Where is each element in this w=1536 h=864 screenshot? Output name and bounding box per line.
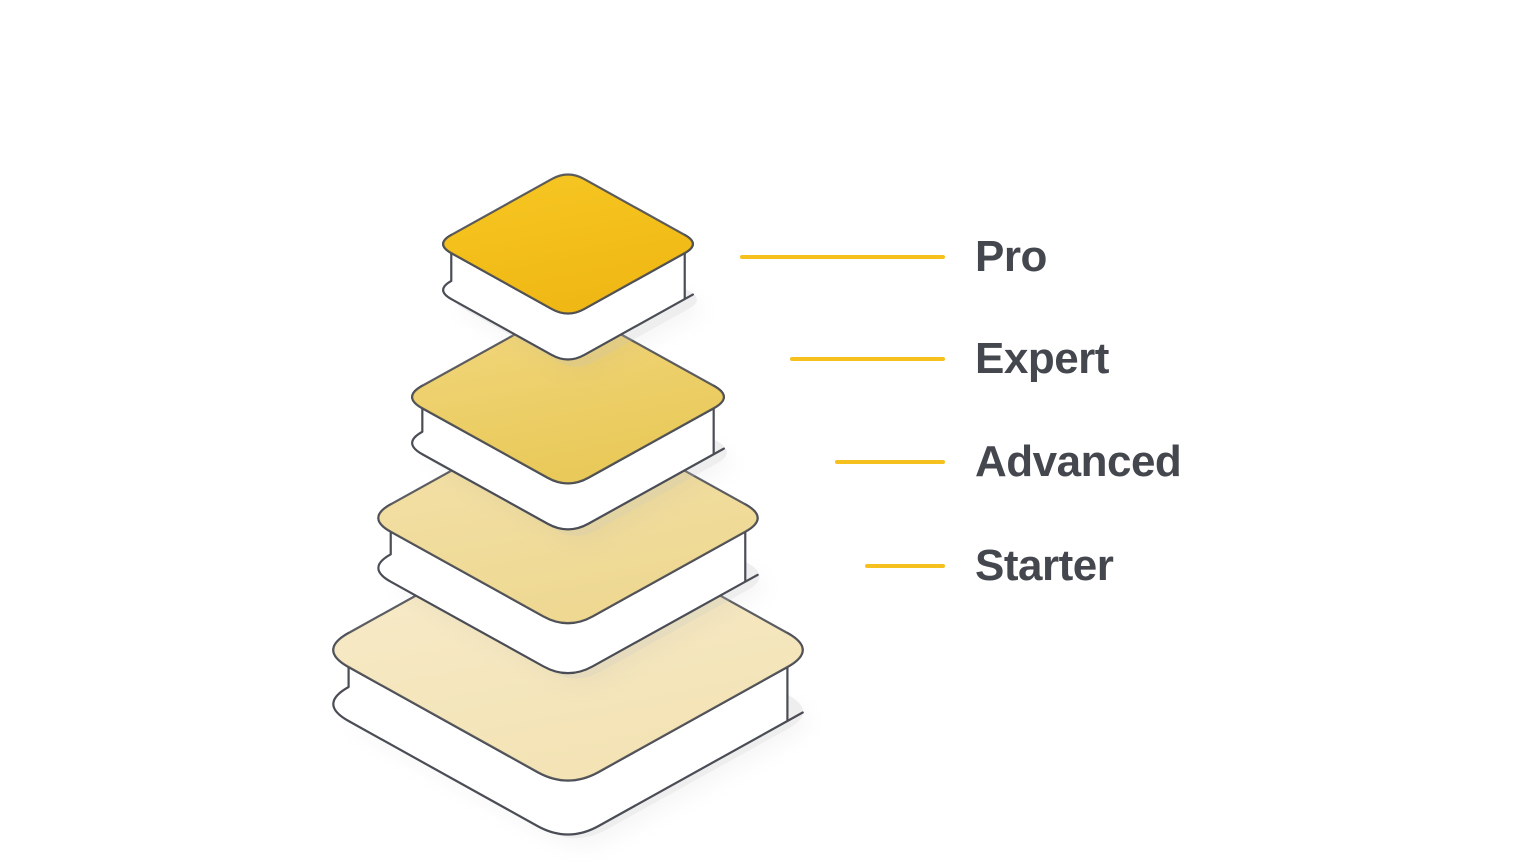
legend-row-advanced[interactable]: Advanced [835,432,1182,492]
pyramid-layer-pro[interactable] [442,173,697,368]
legend-row-expert[interactable]: Expert [790,329,1109,389]
layer-top-outline [442,173,694,315]
legend-label-starter: Starter [975,541,1114,590]
legend-row-starter[interactable]: Starter [865,536,1114,596]
legend-label-expert: Expert [975,334,1109,383]
pyramid-layer-expert[interactable] [411,309,727,536]
layer-top-face [443,174,693,314]
legend-label-pro: Pro [975,232,1047,281]
layer-top-face [412,310,724,484]
pyramid-layers [332,173,804,839]
legend-connector-line-pro [740,255,945,259]
legend-label-advanced: Advanced [975,437,1182,486]
legend-connector-line-expert [790,357,945,361]
legend-connector-line-starter [865,564,945,568]
legend-row-pro[interactable]: Pro [740,227,1047,287]
legend-connector-line-advanced [835,460,945,464]
